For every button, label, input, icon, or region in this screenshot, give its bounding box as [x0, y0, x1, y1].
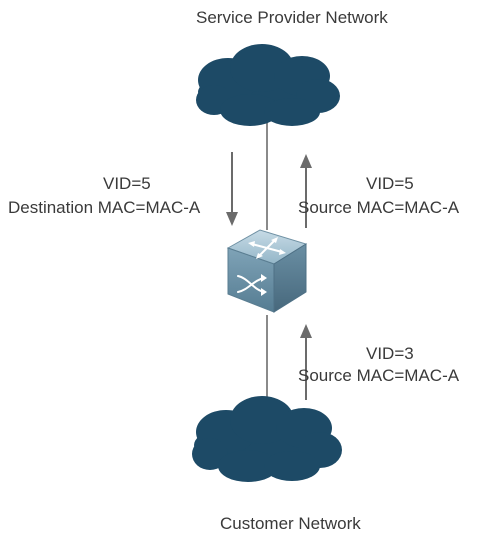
arrow-up-icon — [300, 154, 312, 228]
downlink-vid-label: VID=5 — [103, 174, 151, 193]
customer-cloud-icon — [192, 396, 342, 482]
downlink-mac-label: Destination MAC=MAC-A — [8, 198, 201, 217]
uplink-bottom-mac-label: Source MAC=MAC-A — [298, 366, 460, 385]
switch-icon — [226, 229, 308, 313]
uplink-bottom-vid-label: VID=3 — [366, 344, 414, 363]
uplink-top-vid-label: VID=5 — [366, 174, 414, 193]
service-provider-network-label: Service Provider Network — [196, 8, 388, 27]
customer-network-label: Customer Network — [220, 514, 361, 533]
service-provider-cloud-icon — [196, 44, 340, 126]
arrow-down-icon — [226, 152, 238, 226]
uplink-top-mac-label: Source MAC=MAC-A — [298, 198, 460, 217]
arrow-up-icon — [300, 324, 312, 400]
